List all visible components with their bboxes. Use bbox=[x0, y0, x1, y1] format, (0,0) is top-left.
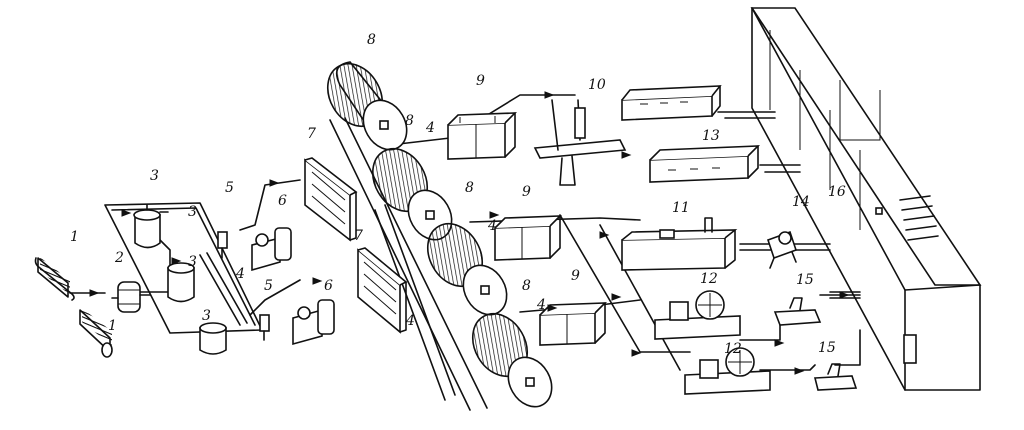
label-4d: 4 bbox=[487, 218, 497, 234]
label-1b: 1 bbox=[108, 318, 117, 334]
label-16: 16 bbox=[828, 184, 846, 200]
tank-3-c bbox=[199, 322, 227, 355]
tank-3-a bbox=[133, 204, 169, 249]
label-12a: 12 bbox=[700, 271, 718, 287]
label-4c: 4 bbox=[425, 120, 435, 136]
label-1a: 1 bbox=[70, 229, 79, 245]
label-13: 13 bbox=[702, 128, 720, 144]
unit-2-pump bbox=[111, 281, 151, 313]
label-8d: 8 bbox=[522, 278, 531, 294]
label-15b: 15 bbox=[818, 340, 836, 356]
label-3c: 3 bbox=[188, 254, 197, 270]
label-3d: 3 bbox=[202, 308, 211, 324]
label-8b: 8 bbox=[405, 113, 414, 129]
unit-14 bbox=[766, 230, 798, 269]
unit-5-lower bbox=[259, 314, 270, 341]
unit-7-upper bbox=[304, 157, 358, 242]
label-14: 14 bbox=[792, 194, 810, 210]
unit-15-upper bbox=[773, 297, 822, 326]
unit-6-upper bbox=[251, 227, 292, 272]
unit-upper-kiln bbox=[621, 85, 722, 121]
label-7a: 7 bbox=[307, 126, 316, 142]
label-4a: 4 bbox=[235, 266, 245, 282]
flow-arrows bbox=[89, 91, 850, 375]
unit-9-b bbox=[494, 215, 563, 261]
unit-12-upper bbox=[654, 290, 741, 340]
unit-6-lower bbox=[292, 299, 335, 346]
label-8a: 8 bbox=[367, 32, 376, 48]
drum-8-d bbox=[471, 313, 553, 408]
label-9c: 9 bbox=[571, 268, 580, 284]
unit-5-upper bbox=[217, 231, 228, 259]
tank-3-b bbox=[167, 262, 195, 303]
label-12b: 12 bbox=[724, 341, 742, 357]
unit-1-lower bbox=[79, 308, 113, 358]
unit-9-a bbox=[447, 112, 518, 160]
label-7b: 7 bbox=[354, 228, 363, 244]
label-5b: 5 bbox=[264, 278, 273, 294]
unit-10 bbox=[533, 99, 627, 186]
label-15a: 15 bbox=[796, 272, 814, 288]
unit-1-upper bbox=[34, 257, 75, 301]
unit-9-c bbox=[539, 302, 608, 346]
drum-8-b bbox=[371, 148, 453, 241]
label-6b: 6 bbox=[324, 278, 333, 294]
building-16 bbox=[750, 7, 982, 391]
callout-labels: 1 1 2 3 3 3 3 4 4 4 4 4 5 5 6 6 7 7 8 8 … bbox=[70, 32, 846, 357]
label-11: 11 bbox=[672, 200, 690, 216]
unit-11 bbox=[621, 217, 738, 271]
label-2: 2 bbox=[114, 250, 124, 266]
unit-12-lower bbox=[684, 347, 771, 395]
label-3b: 3 bbox=[188, 204, 197, 220]
label-9b: 9 bbox=[522, 184, 531, 200]
label-4b: 4 bbox=[405, 313, 415, 329]
label-10: 10 bbox=[588, 77, 606, 93]
drum-8-c bbox=[426, 223, 508, 316]
unit-7-lower bbox=[357, 247, 408, 334]
label-9a: 9 bbox=[476, 73, 485, 89]
label-4e: 4 bbox=[536, 297, 546, 313]
label-8c: 8 bbox=[465, 180, 474, 196]
drum-8-a bbox=[326, 61, 408, 151]
label-5a: 5 bbox=[225, 180, 234, 196]
unit-15-lower bbox=[813, 363, 858, 391]
label-3a: 3 bbox=[150, 168, 159, 184]
label-6a: 6 bbox=[278, 193, 287, 209]
unit-13 bbox=[649, 145, 761, 183]
